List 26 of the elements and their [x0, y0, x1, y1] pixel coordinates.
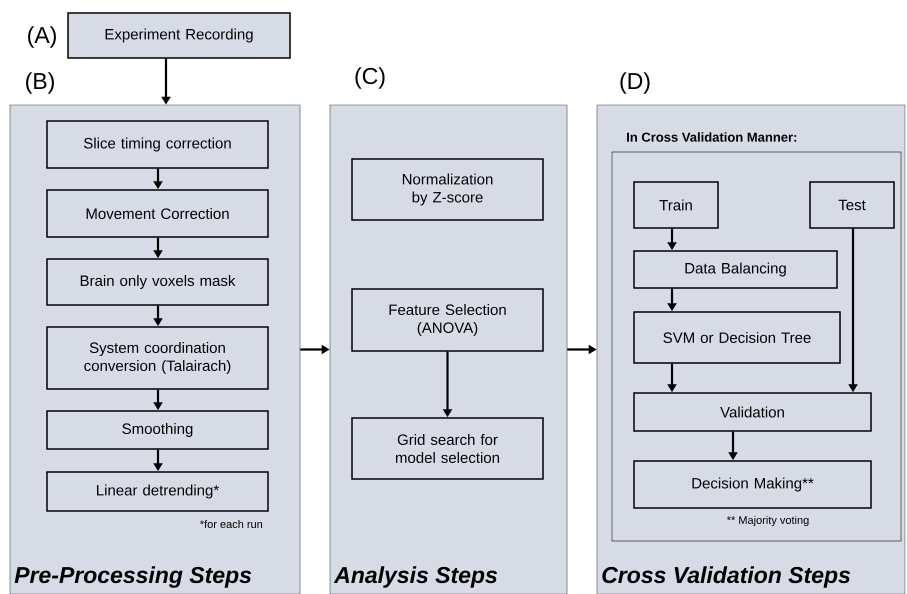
process-box: Brain only voxels mask [46, 258, 269, 306]
panel-label: (B) [26, 72, 54, 94]
process-box: Data Balancing [633, 250, 838, 289]
process-box: Smoothing [46, 410, 269, 450]
group-heading: In Cross Validation Manner: [627, 132, 796, 142]
process-box: Grid search for model selection [351, 417, 544, 480]
panel-title: Cross Validation Steps [602, 566, 850, 588]
panel-label: (C) [355, 67, 385, 89]
panel-label: (D) [620, 72, 650, 94]
process-box: Slice timing correction [46, 120, 269, 169]
process-box: Decision Making** [633, 460, 872, 509]
footnote: ** Majority voting [726, 516, 809, 526]
footnote: *for each run [200, 520, 262, 528]
process-box: SVM or Decision Tree [633, 311, 841, 364]
process-box: Validation [633, 392, 872, 432]
process-box: Linear detrending* [46, 471, 269, 512]
process-box: Feature Selection (ANOVA) [351, 288, 544, 352]
process-box: Test [809, 181, 895, 229]
process-box: Experiment Recording [67, 12, 291, 59]
panel-title: Analysis Steps [334, 566, 498, 588]
process-box: Movement Correction [46, 189, 269, 238]
process-box: Normalization by Z-score [351, 158, 544, 221]
panel-title: Pre-Processing Steps [14, 566, 252, 588]
process-box: System coordination conversion (Talairach) [46, 326, 269, 390]
panel-letter: (A) [28, 26, 56, 48]
process-box: Train [633, 181, 719, 229]
